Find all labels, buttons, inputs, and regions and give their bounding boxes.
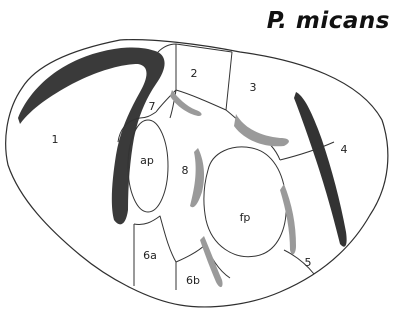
label-region-6a: 6a xyxy=(143,249,157,262)
label-region-7: 7 xyxy=(149,100,156,113)
label-region-2: 2 xyxy=(191,67,198,80)
label-region-3: 3 xyxy=(250,81,257,94)
plate-fp-outline xyxy=(204,147,286,257)
label-region-4: 4 xyxy=(341,143,348,156)
label-region-1: 1 xyxy=(52,133,59,146)
dark-plate-band xyxy=(18,47,165,224)
label-region-6b: 6b xyxy=(186,274,200,287)
label-region-8: 8 xyxy=(182,164,189,177)
dark-ridge xyxy=(294,92,347,247)
species-title: P. micans xyxy=(267,8,390,34)
label-region-ap: ap xyxy=(140,154,154,167)
grey-ridges xyxy=(170,90,296,287)
label-region-5: 5 xyxy=(305,256,312,269)
label-region-fp: fp xyxy=(240,211,251,224)
